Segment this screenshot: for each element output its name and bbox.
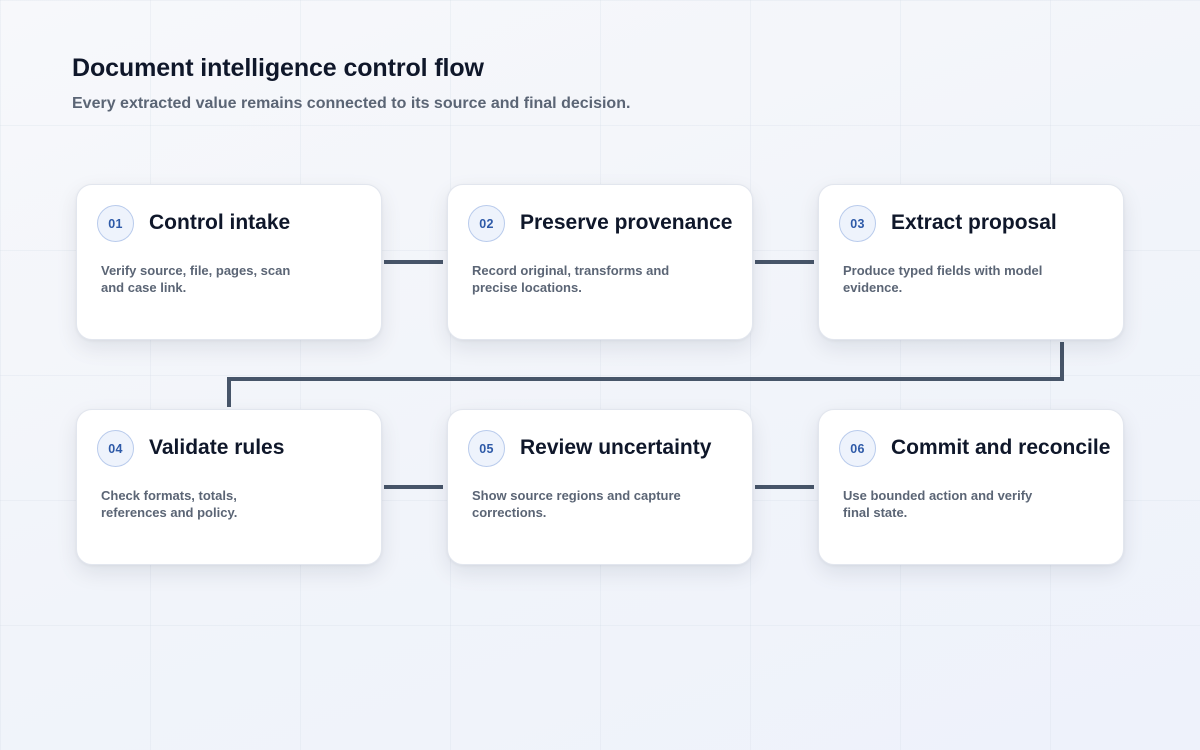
page-title: Document intelligence control flow <box>72 54 484 82</box>
header: Document intelligence control flow Every… <box>72 52 1072 115</box>
step-title: Extract proposal <box>891 211 1057 234</box>
step-number-badge: 02 <box>468 205 505 242</box>
step-title: Control intake <box>149 211 291 234</box>
step-title: Commit and reconcile <box>891 436 1111 459</box>
connector-03-04 <box>227 342 1064 407</box>
step-description: Show source regions and capture correcti… <box>472 488 681 520</box>
step-card-commit-and-reconcile: 06 Commit and reconcile Use bounded acti… <box>818 409 1124 565</box>
step-card-control-intake: 01 Control intake Verify source, file, p… <box>76 184 382 340</box>
step-card-extract-proposal: 03 Extract proposal Produce typed fields… <box>818 184 1124 340</box>
step-title: Preserve provenance <box>520 211 733 234</box>
page-subtitle: Every extracted value remains connected … <box>72 95 631 112</box>
step-number-badge: 01 <box>97 205 134 242</box>
step-number-badge: 03 <box>839 205 876 242</box>
step-title: Validate rules <box>149 436 285 459</box>
step-description: Check formats, totals, references and po… <box>101 488 238 520</box>
step-number-badge: 06 <box>839 430 876 467</box>
step-card-review-uncertainty: 05 Review uncertainty Show source region… <box>447 409 753 565</box>
step-number-badge: 04 <box>97 430 134 467</box>
step-description: Use bounded action and verify final stat… <box>843 488 1033 520</box>
step-card-validate-rules: 04 Validate rules Check formats, totals,… <box>76 409 382 565</box>
step-number-badge: 05 <box>468 430 505 467</box>
step-description: Record original, transforms and precise … <box>472 263 670 295</box>
step-description: Verify source, file, pages, scan and cas… <box>101 263 291 295</box>
step-title: Review uncertainty <box>520 436 712 459</box>
step-description: Produce typed fields with model evidence… <box>843 263 1043 295</box>
step-card-preserve-provenance: 02 Preserve provenance Record original, … <box>447 184 753 340</box>
